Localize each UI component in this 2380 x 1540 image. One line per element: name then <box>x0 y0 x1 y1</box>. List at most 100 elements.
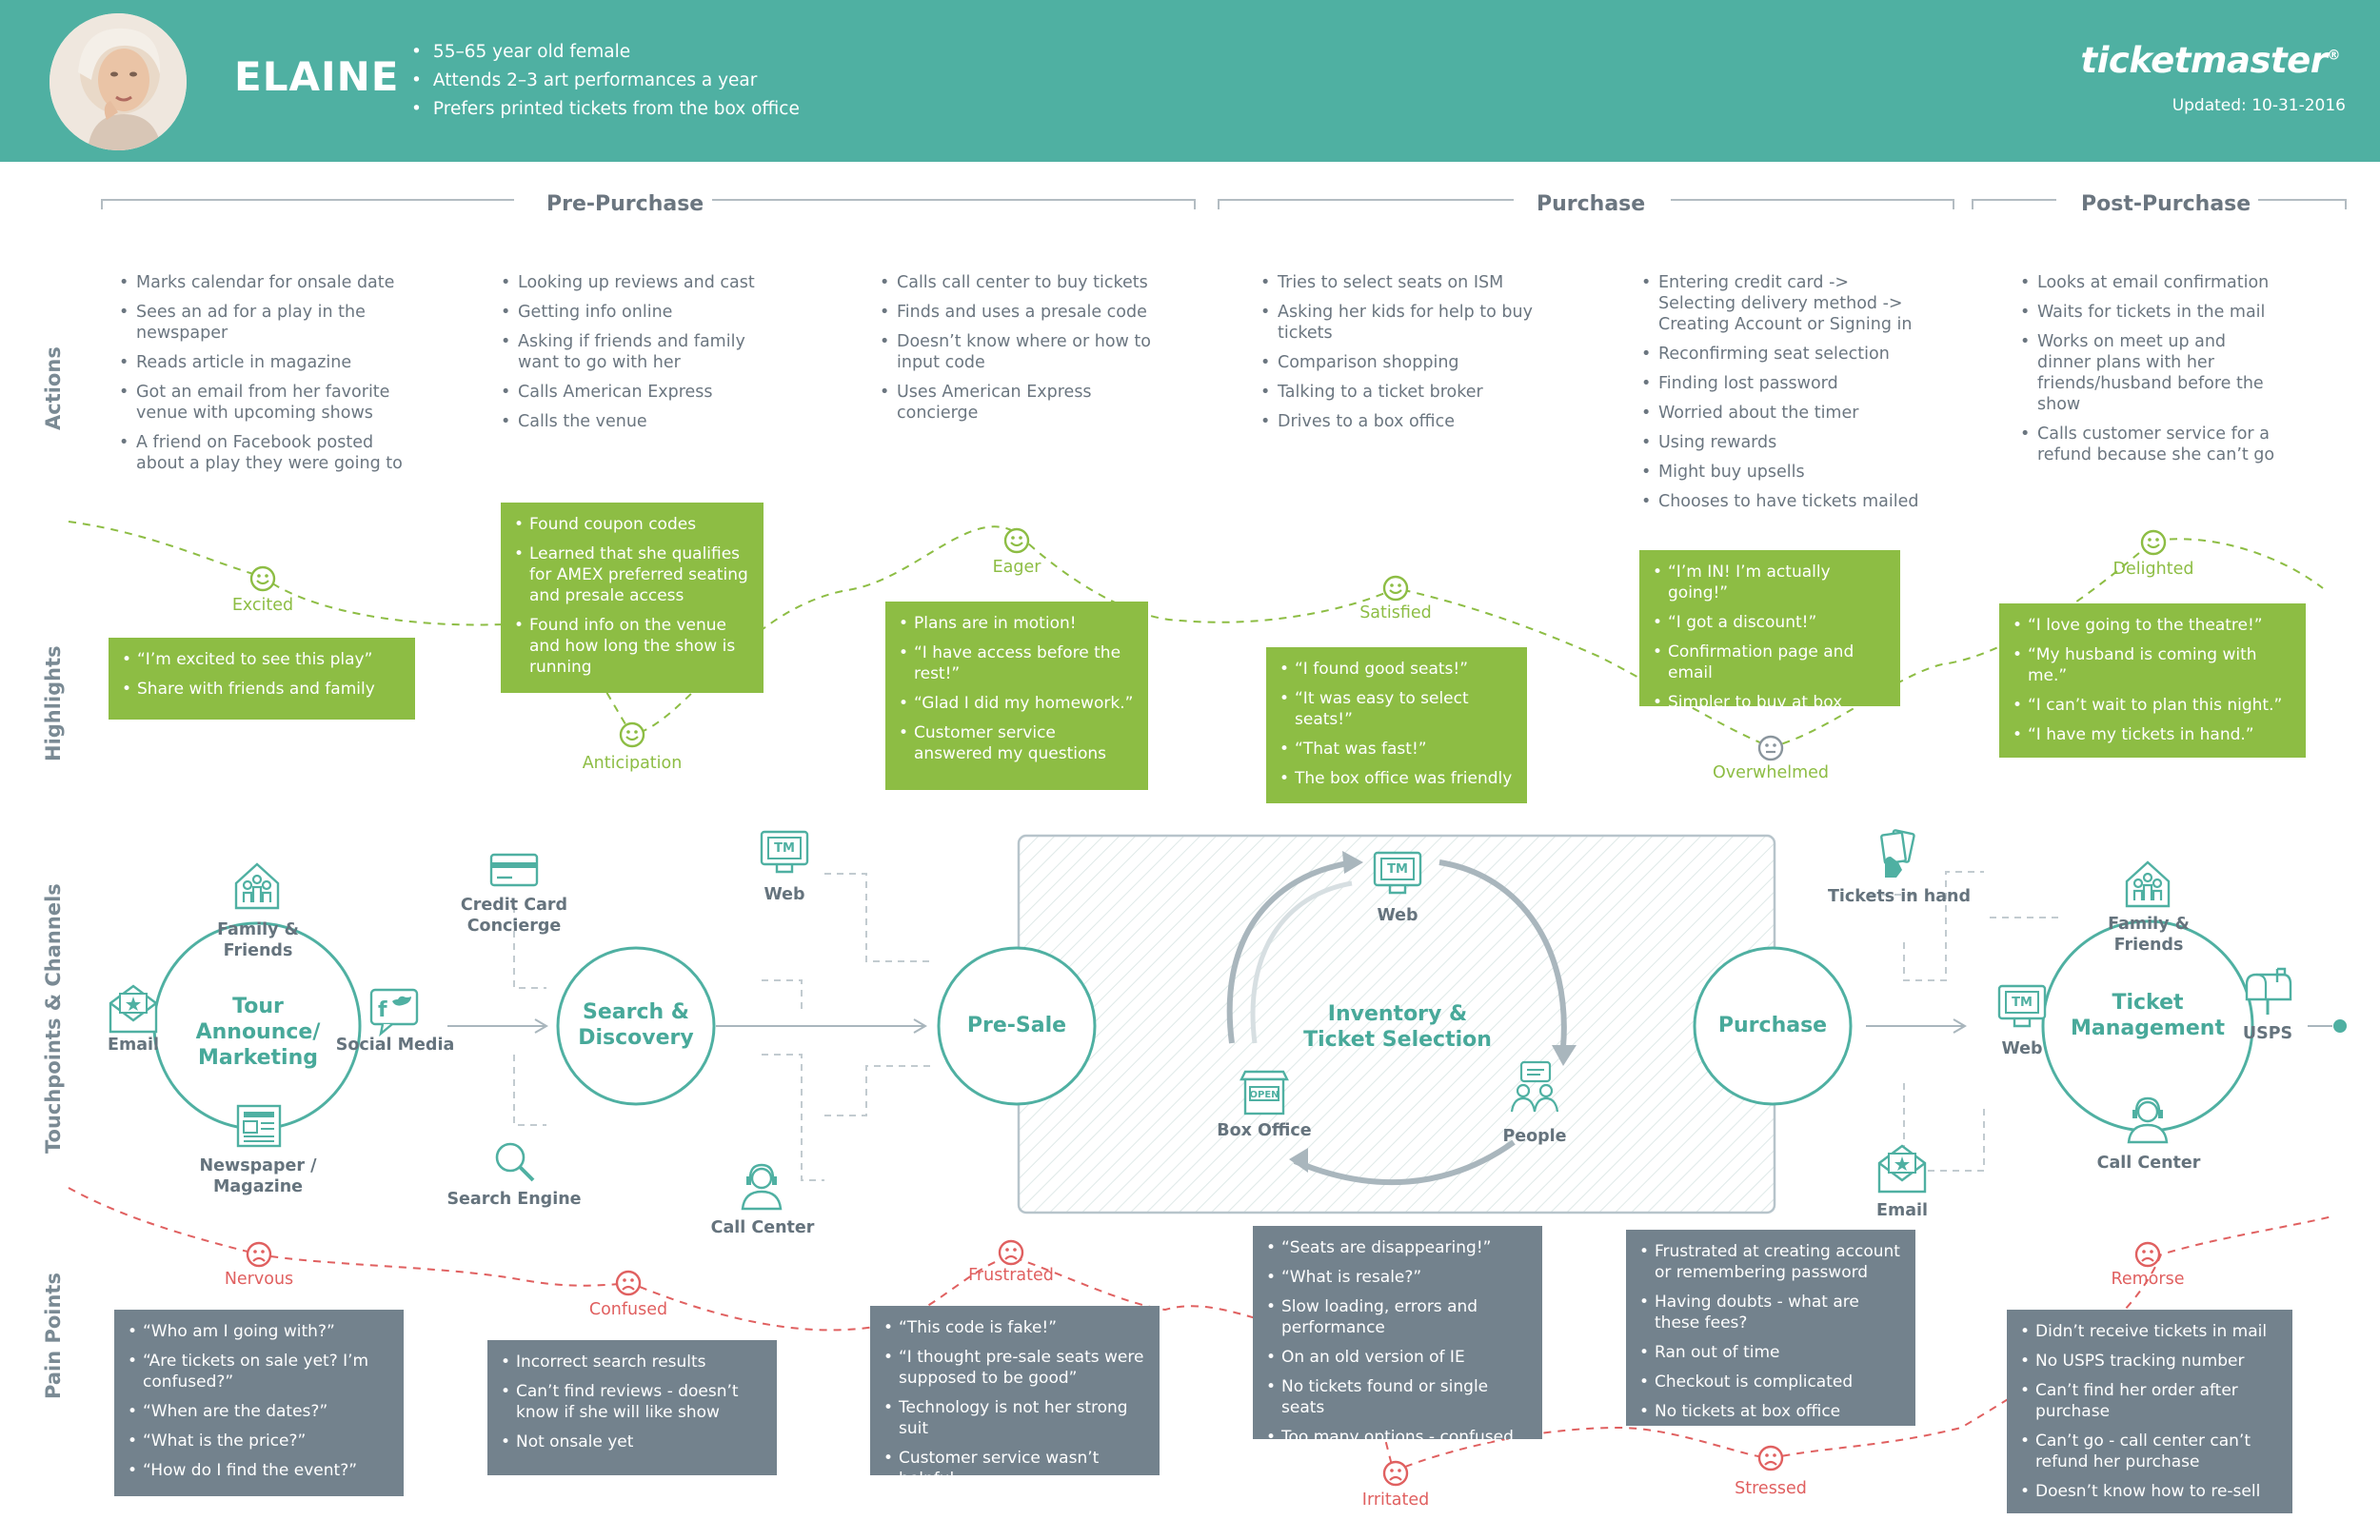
emotion-excited: Excited <box>231 596 294 615</box>
happy-face-icon <box>249 565 276 592</box>
highlight-item: Found info on the venue and how long the… <box>514 615 750 678</box>
phase-pre-purchase: Pre-Purchase <box>546 192 704 216</box>
inventory-web-tm-badge: TM <box>1387 862 1408 877</box>
journey-end-dot <box>2333 1019 2347 1033</box>
email-icon <box>109 984 158 1034</box>
happy-face-icon <box>2140 529 2167 556</box>
pain-item: Can’t find reviews - doesn’t know if she… <box>501 1381 764 1423</box>
highlight-item: Confirmation page and email <box>1653 642 1887 683</box>
email-confirmation-icon <box>1877 1144 1927 1194</box>
emotion-frustrated: Frustrated <box>968 1266 1054 1285</box>
highlight-card-6: “I love going to the theatre!” “My husba… <box>1999 603 2306 758</box>
family-friends-icon <box>234 862 280 910</box>
box-office-label: Box Office <box>1217 1121 1312 1140</box>
newspaper-icon <box>236 1104 282 1148</box>
action-item: Got an email from her favorite venue wit… <box>119 382 405 424</box>
brand-logo: ticketmaster® <box>2080 40 2341 81</box>
credit-card-label: Credit Card Concierge <box>460 896 568 936</box>
search-hub-label: Search & Discovery <box>578 1000 694 1050</box>
actions-col-4: Tries to select seats on ISM Asking her … <box>1260 272 1546 441</box>
search-hub-circle <box>556 946 716 1106</box>
svg-text:f: f <box>378 998 387 1022</box>
pain-item: “When are the dates?” <box>128 1401 390 1422</box>
web-tm-badge: TM <box>774 841 795 856</box>
tour-social-label: Social Media <box>335 1036 455 1055</box>
pain-card-5: Frustrated at creating account or rememb… <box>1626 1230 1915 1426</box>
emotion-eager: Eager <box>992 558 1041 577</box>
action-item: Talking to a ticket broker <box>1260 382 1546 403</box>
post-family-friends-icon <box>2125 860 2171 908</box>
action-item: Asking her kids for help to buy tickets <box>1260 302 1546 344</box>
action-item: Might buy upsells <box>1641 462 1927 483</box>
action-item: Looking up reviews and cast <box>501 272 786 293</box>
pain-item: “Are tickets on sale yet? I’m confused?” <box>128 1351 390 1392</box>
emotion-satisfied: Satisfied <box>1359 603 1432 622</box>
brand-logo-text: ticketmaster <box>2080 40 2328 81</box>
actions-col-6: Looks at email confirmation Waits for ti… <box>2020 272 2277 474</box>
presale-hub-circle <box>937 946 1097 1106</box>
action-item: Entering credit card -> Selecting delive… <box>1641 272 1927 335</box>
post-call-center-icon <box>2127 1096 2169 1144</box>
action-item: Works on meet up and dinner plans with h… <box>2020 331 2277 415</box>
action-item: Reconfirming seat selection <box>1641 344 1927 365</box>
usps-label: USPS <box>2242 1024 2293 1043</box>
search-engine-icon <box>495 1142 535 1182</box>
action-item: Calls call center to buy tickets <box>880 272 1175 293</box>
pain-item: Didn’t receive tickets in mail <box>2020 1321 2279 1342</box>
phase-brackets <box>101 199 2347 209</box>
highlight-item: “I have my tickets in hand.” <box>2013 724 2292 745</box>
post-call-center-label: Call Center <box>2096 1154 2201 1173</box>
web-label: Web <box>764 885 805 904</box>
pain-item: Doesn’t know how to re-sell <box>2020 1481 2279 1502</box>
pain-item: Can’t find her order after purchase <box>2020 1380 2279 1422</box>
pain-item: Slow loading, errors and performance <box>1266 1296 1529 1338</box>
purchase-hub-circle <box>1693 946 1853 1106</box>
inventory-hub-label: Inventory & Ticket Selection <box>1303 1002 1492 1052</box>
persona-trait: 55–65 year old female <box>411 42 800 62</box>
action-item: Reads article in magazine <box>119 352 405 373</box>
sad-face-icon <box>246 1241 272 1268</box>
emotion-confused: Confused <box>588 1300 668 1319</box>
highlight-item: “I love going to the theatre!” <box>2013 615 2292 636</box>
actions-col-3: Calls call center to buy tickets Finds a… <box>880 272 1175 432</box>
sad-face-icon <box>1757 1445 1784 1471</box>
highlight-item: “That was fast!” <box>1279 739 1514 760</box>
highlight-item: “I found good seats!” <box>1279 659 1514 680</box>
actions-col-2: Looking up reviews and cast Getting info… <box>501 272 786 441</box>
action-item: Finds and uses a presale code <box>880 302 1175 323</box>
presale-hub-label: Pre-Sale <box>966 1014 1067 1037</box>
pain-card-3: “This code is fake!” “I thought pre-sale… <box>870 1306 1160 1489</box>
pain-item: “I thought pre-sale seats were supposed … <box>883 1347 1146 1389</box>
action-item: Tries to select seats on ISM <box>1260 272 1546 293</box>
persona-trait: Prefers printed tickets from the box off… <box>411 99 800 119</box>
highlight-card-1: “I’m excited to see this play” Share wit… <box>109 638 415 720</box>
neutral-face-icon <box>1757 735 1784 761</box>
email-confirmation-label: Email <box>1876 1201 1928 1220</box>
pain-item: “Who am I going with?” <box>128 1321 390 1342</box>
action-item: A friend on Facebook posted about a play… <box>119 432 405 474</box>
action-item: Uses American Express concierge <box>880 382 1175 424</box>
highlight-card-4: “I found good seats!” “It was easy to se… <box>1266 647 1527 803</box>
call-center-label: Call Center <box>710 1218 815 1237</box>
action-item: Getting info online <box>501 302 786 323</box>
emotion-remorse: Remorse <box>2111 1270 2185 1289</box>
web-tm-icon <box>760 830 809 874</box>
highlight-item: “My husband is coming with me.” <box>2013 644 2292 686</box>
tickets-in-hand-label: Tickets in hand <box>1828 887 1972 906</box>
actions-col-1: Marks calendar for onsale date Sees an a… <box>119 272 405 483</box>
actions-col-5: Entering credit card -> Selecting delive… <box>1641 272 1927 521</box>
pain-card-1: “Who am I going with?” “Are tickets on s… <box>114 1310 404 1496</box>
highlight-item: “It was easy to select seats!” <box>1279 688 1514 730</box>
sad-face-icon <box>1382 1460 1409 1487</box>
phase-post-purchase: Post-Purchase <box>2081 192 2251 216</box>
tour-hub-label: Tour Announce/ Marketing <box>195 995 321 1070</box>
happy-face-icon <box>1003 527 1030 554</box>
persona-name: ELAINE <box>234 53 400 100</box>
phase-purchase: Purchase <box>1537 192 1646 216</box>
highlight-item: “I got a discount!” <box>1653 612 1887 633</box>
action-item: Looks at email confirmation <box>2020 272 2277 293</box>
tour-family-label: Family & Friends <box>217 920 299 960</box>
pain-item: Customer service wasn’t helpful <box>883 1448 1146 1490</box>
tour-email-label: Email <box>108 1036 159 1055</box>
